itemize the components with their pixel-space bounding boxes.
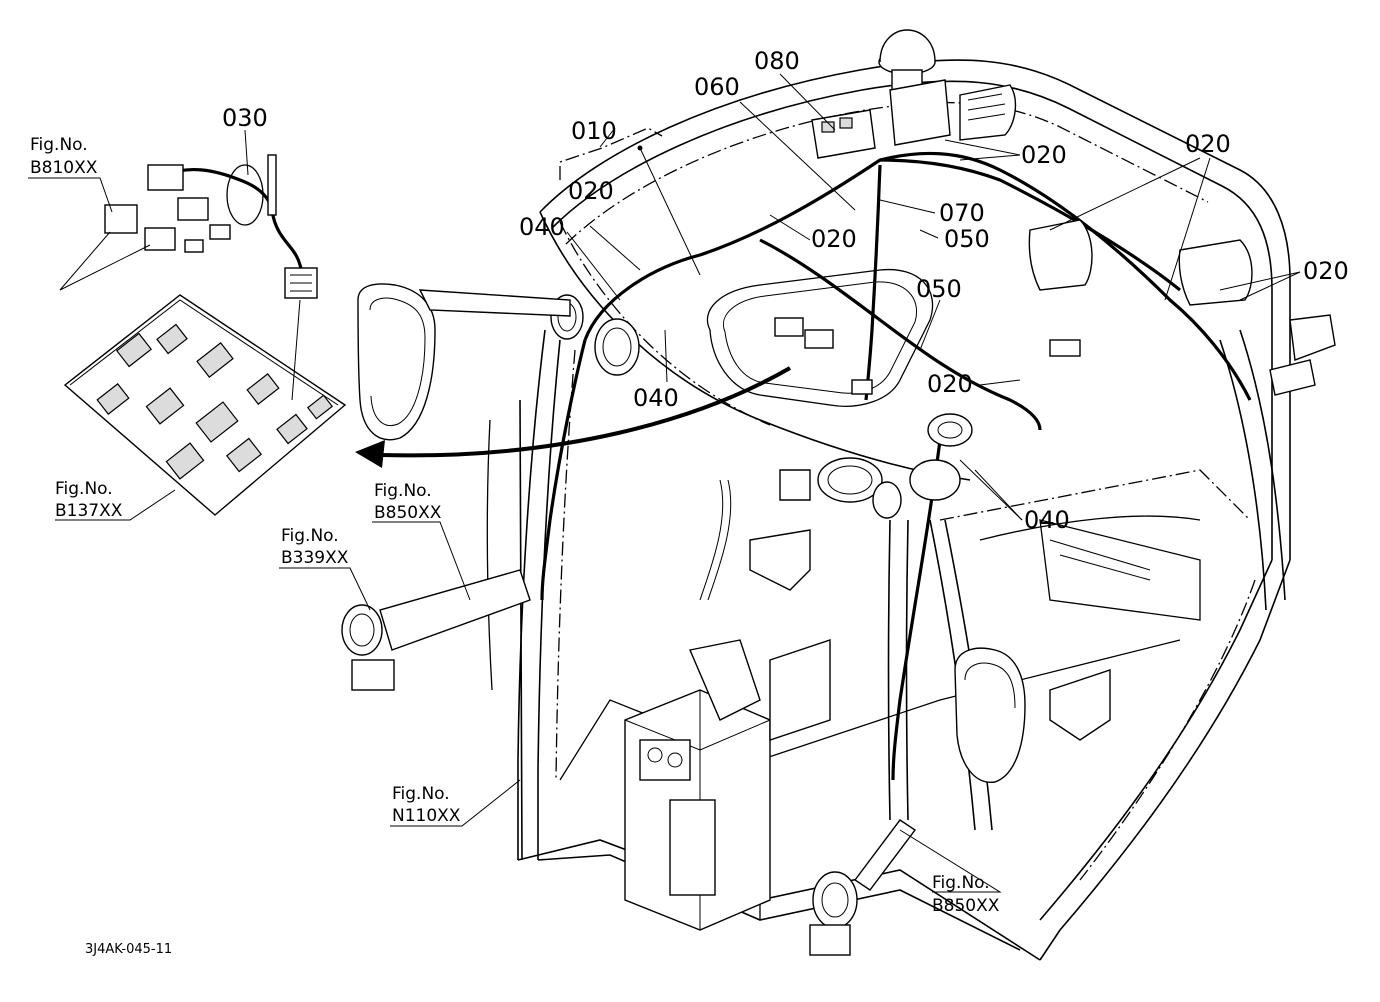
part-label-080: 080 (754, 47, 800, 75)
fig-ref-b850-caption: Fig.No. (374, 481, 432, 501)
board-location-arrow (355, 366, 791, 468)
control-board-b137 (63, 294, 347, 516)
fig-ref-b339-caption: Fig.No. (281, 526, 339, 546)
relay-harness-inset (104, 154, 318, 299)
fig-ref-b810-number: B810XX (30, 158, 98, 178)
left-mirror (357, 283, 571, 441)
fig-ref-b137-caption: Fig.No. (55, 479, 113, 499)
fig-ref-b850-number: B850XX (374, 503, 442, 523)
part-label-020: 020 (927, 370, 973, 398)
sunroof-connectors (774, 317, 1081, 395)
part-number-labels: 010 020 030 040 040 060 080 020 020 020 … (222, 47, 1349, 534)
cab-frame (486, 59, 1291, 961)
left-side-lamp-b339 (341, 569, 531, 691)
fig-ref-b850-number: B850XX (932, 896, 1000, 916)
part-label-020: 020 (1185, 130, 1231, 158)
roof-control-module (889, 79, 1017, 146)
part-label-020: 020 (1021, 141, 1067, 169)
drawing-code: 3J4AK-045-11 (85, 942, 172, 957)
fig-ref-b850-caption: Fig.No. (932, 873, 990, 893)
fig-ref-n110-number: N110XX (392, 806, 461, 826)
fig-ref-b810-caption: Fig.No. (30, 135, 88, 155)
part-label-060: 060 (694, 73, 740, 101)
figure-references: Fig.No. B810XX Fig.No. B137XX Fig.No. B8… (30, 135, 1000, 916)
part-label-020: 020 (568, 177, 614, 205)
beacon-lamp (878, 29, 936, 91)
rear-bottom-lamp (809, 819, 917, 956)
part-label-040: 040 (633, 384, 679, 412)
front-work-lights (817, 457, 961, 519)
part-label-040: 040 (519, 213, 565, 241)
part-label-040: 040 (1024, 506, 1070, 534)
roof-speaker (927, 413, 973, 447)
part-label-030: 030 (222, 104, 268, 132)
fig-ref-b137-number: B137XX (55, 501, 123, 521)
part-label-070: 070 (939, 199, 985, 227)
part-label-010: 010 (571, 117, 617, 145)
fig-ref-b339-number: B339XX (281, 548, 349, 568)
part-label-020: 020 (1303, 257, 1349, 285)
right-mirror (954, 647, 1026, 783)
part-label-050: 050 (944, 225, 990, 253)
fig-ref-n110-caption: Fig.No. (392, 784, 450, 804)
roof-harness (540, 151, 1252, 781)
part-label-020: 020 (811, 225, 857, 253)
leader-lines (28, 73, 1301, 893)
relay-box-080 (811, 109, 876, 159)
part-label-050: 050 (916, 275, 962, 303)
rear-right-lamp (1028, 219, 1336, 396)
